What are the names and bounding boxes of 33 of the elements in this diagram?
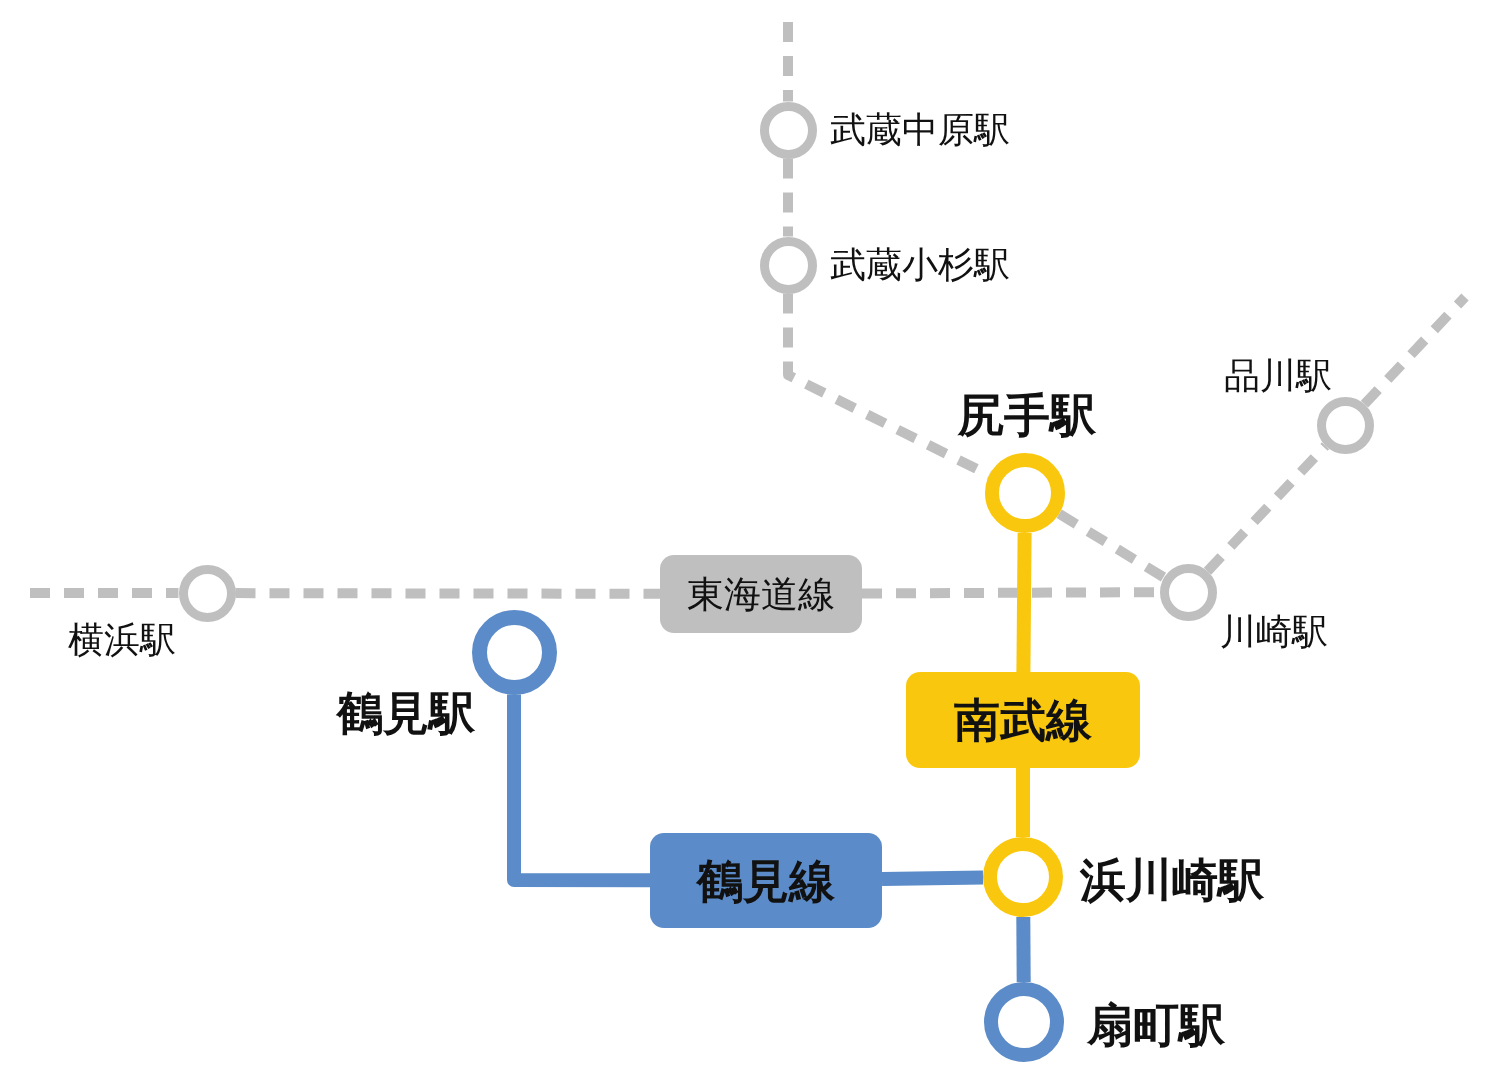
station-name: 武蔵小杉駅 <box>830 247 1010 283</box>
station-marker <box>1159 563 1217 621</box>
rail-line <box>1016 768 1030 837</box>
rail-line <box>881 870 984 886</box>
station-name: 横浜駅 <box>68 622 176 658</box>
rail-line <box>783 22 793 102</box>
station-name: 川崎駅 <box>1220 614 1328 650</box>
station-marker <box>985 453 1065 533</box>
station-name: 尻手駅 <box>958 392 1096 438</box>
rail-line <box>783 293 992 480</box>
line-name-tag: 東海道線 <box>660 555 862 633</box>
station-marker <box>983 837 1063 917</box>
rail-line <box>1016 532 1032 673</box>
rail-line <box>1360 293 1469 408</box>
station-marker <box>759 101 817 159</box>
station-marker <box>178 564 236 622</box>
rail-line <box>235 588 660 599</box>
station-marker <box>984 982 1064 1062</box>
rail-line <box>1203 442 1330 575</box>
station-name: 鶴見駅 <box>337 690 475 736</box>
rail-line <box>30 588 179 598</box>
line-name-tag: 南武線 <box>906 672 1140 768</box>
station-name: 浜川崎駅 <box>1080 857 1264 903</box>
station-marker <box>1316 396 1374 454</box>
line-name-tag: 鶴見線 <box>650 833 882 928</box>
station-name: 武蔵中原駅 <box>830 112 1010 148</box>
rail-line <box>1016 916 1031 983</box>
station-marker <box>759 236 817 294</box>
rail-line <box>1056 509 1167 582</box>
rail-line <box>783 158 793 237</box>
station-name: 品川駅 <box>1224 358 1332 394</box>
rail-line <box>507 694 651 888</box>
station-name: 扇町駅 <box>1087 1002 1225 1048</box>
